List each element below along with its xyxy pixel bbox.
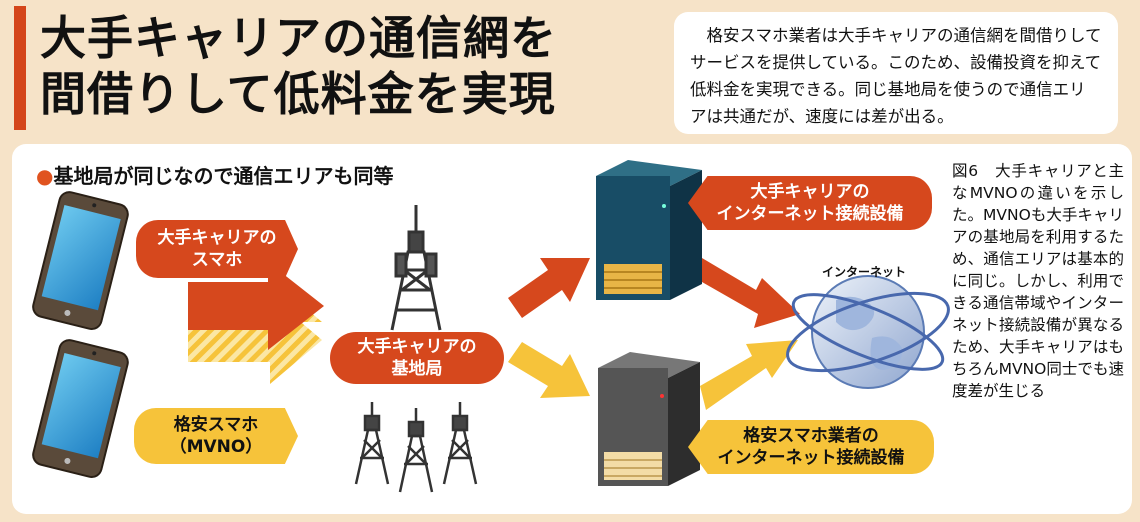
bullet-dot: ● [36, 164, 54, 188]
title-line-2: 間借りして低料金を実現 [40, 67, 556, 121]
small-tower-icon-2 [398, 408, 434, 493]
internet-label: インターネット [822, 265, 907, 279]
mvno-server-icon [598, 352, 700, 486]
figure-caption: 図6 大手キャリアと主なMVNOの違いを示した。MVNOも大手キャリアの基地局を… [952, 162, 1124, 400]
mvno-phone-label-line1: 格安スマホ [173, 415, 259, 435]
carrier-phone-label: 大手キャリアの スマホ [136, 220, 298, 278]
mvno-phone-label-line2: （MVNO） [169, 437, 263, 457]
summary-box: 格安スマホ業者は大手キャリアの通信網を間借りしてサービスを提供している。このため… [674, 12, 1118, 134]
title-line-1: 大手キャリアの通信網を [40, 11, 557, 65]
basestation-to-mvno-arrow [508, 342, 590, 398]
mvno-to-internet-arrow [700, 340, 798, 410]
diagram-subheading: ●基地局が同じなので通信エリアも同等 [36, 160, 393, 189]
phones-to-basestation-arrow [188, 262, 324, 384]
mvno-equipment-label-line2: インターネット接続設備 [717, 448, 905, 468]
mvno-equipment-label-line1: 格安スマホ業者の [743, 426, 879, 446]
carrier-phone-label-line1: 大手キャリアの [157, 228, 277, 248]
main-tower-icon [390, 205, 442, 331]
title-accent-bar [14, 6, 26, 130]
carrier-server-icon [596, 160, 702, 300]
internet-globe-icon [786, 275, 950, 389]
mvno-smartphone-icon [32, 339, 129, 479]
carrier-equipment-label-line2: インターネット接続設備 [716, 204, 904, 224]
mvno-phone-label: 格安スマホ （MVNO） [134, 408, 298, 464]
base-station-label-line1: 大手キャリアの [357, 337, 477, 357]
carrier-to-internet-arrow [702, 258, 800, 328]
mvno-equipment-label: 格安スマホ業者の インターネット接続設備 [688, 420, 934, 474]
carrier-equipment-label: 大手キャリアの インターネット接続設備 [688, 176, 932, 230]
carrier-equipment-label-line1: 大手キャリアの [750, 182, 870, 202]
small-tower-icon-1 [354, 402, 390, 485]
base-station-label-line2: 基地局 [391, 359, 443, 379]
page-title: 大手キャリアの通信網を 間借りして低料金を実現 [40, 10, 660, 122]
carrier-smartphone-icon [32, 191, 129, 331]
basestation-to-carrier-arrow [508, 258, 590, 318]
carrier-phone-label-line2: スマホ [191, 250, 243, 270]
small-tower-icon-3 [442, 402, 478, 485]
subheading-text: 基地局が同じなので通信エリアも同等 [53, 164, 394, 188]
base-station-label: 大手キャリアの 基地局 [330, 332, 504, 384]
